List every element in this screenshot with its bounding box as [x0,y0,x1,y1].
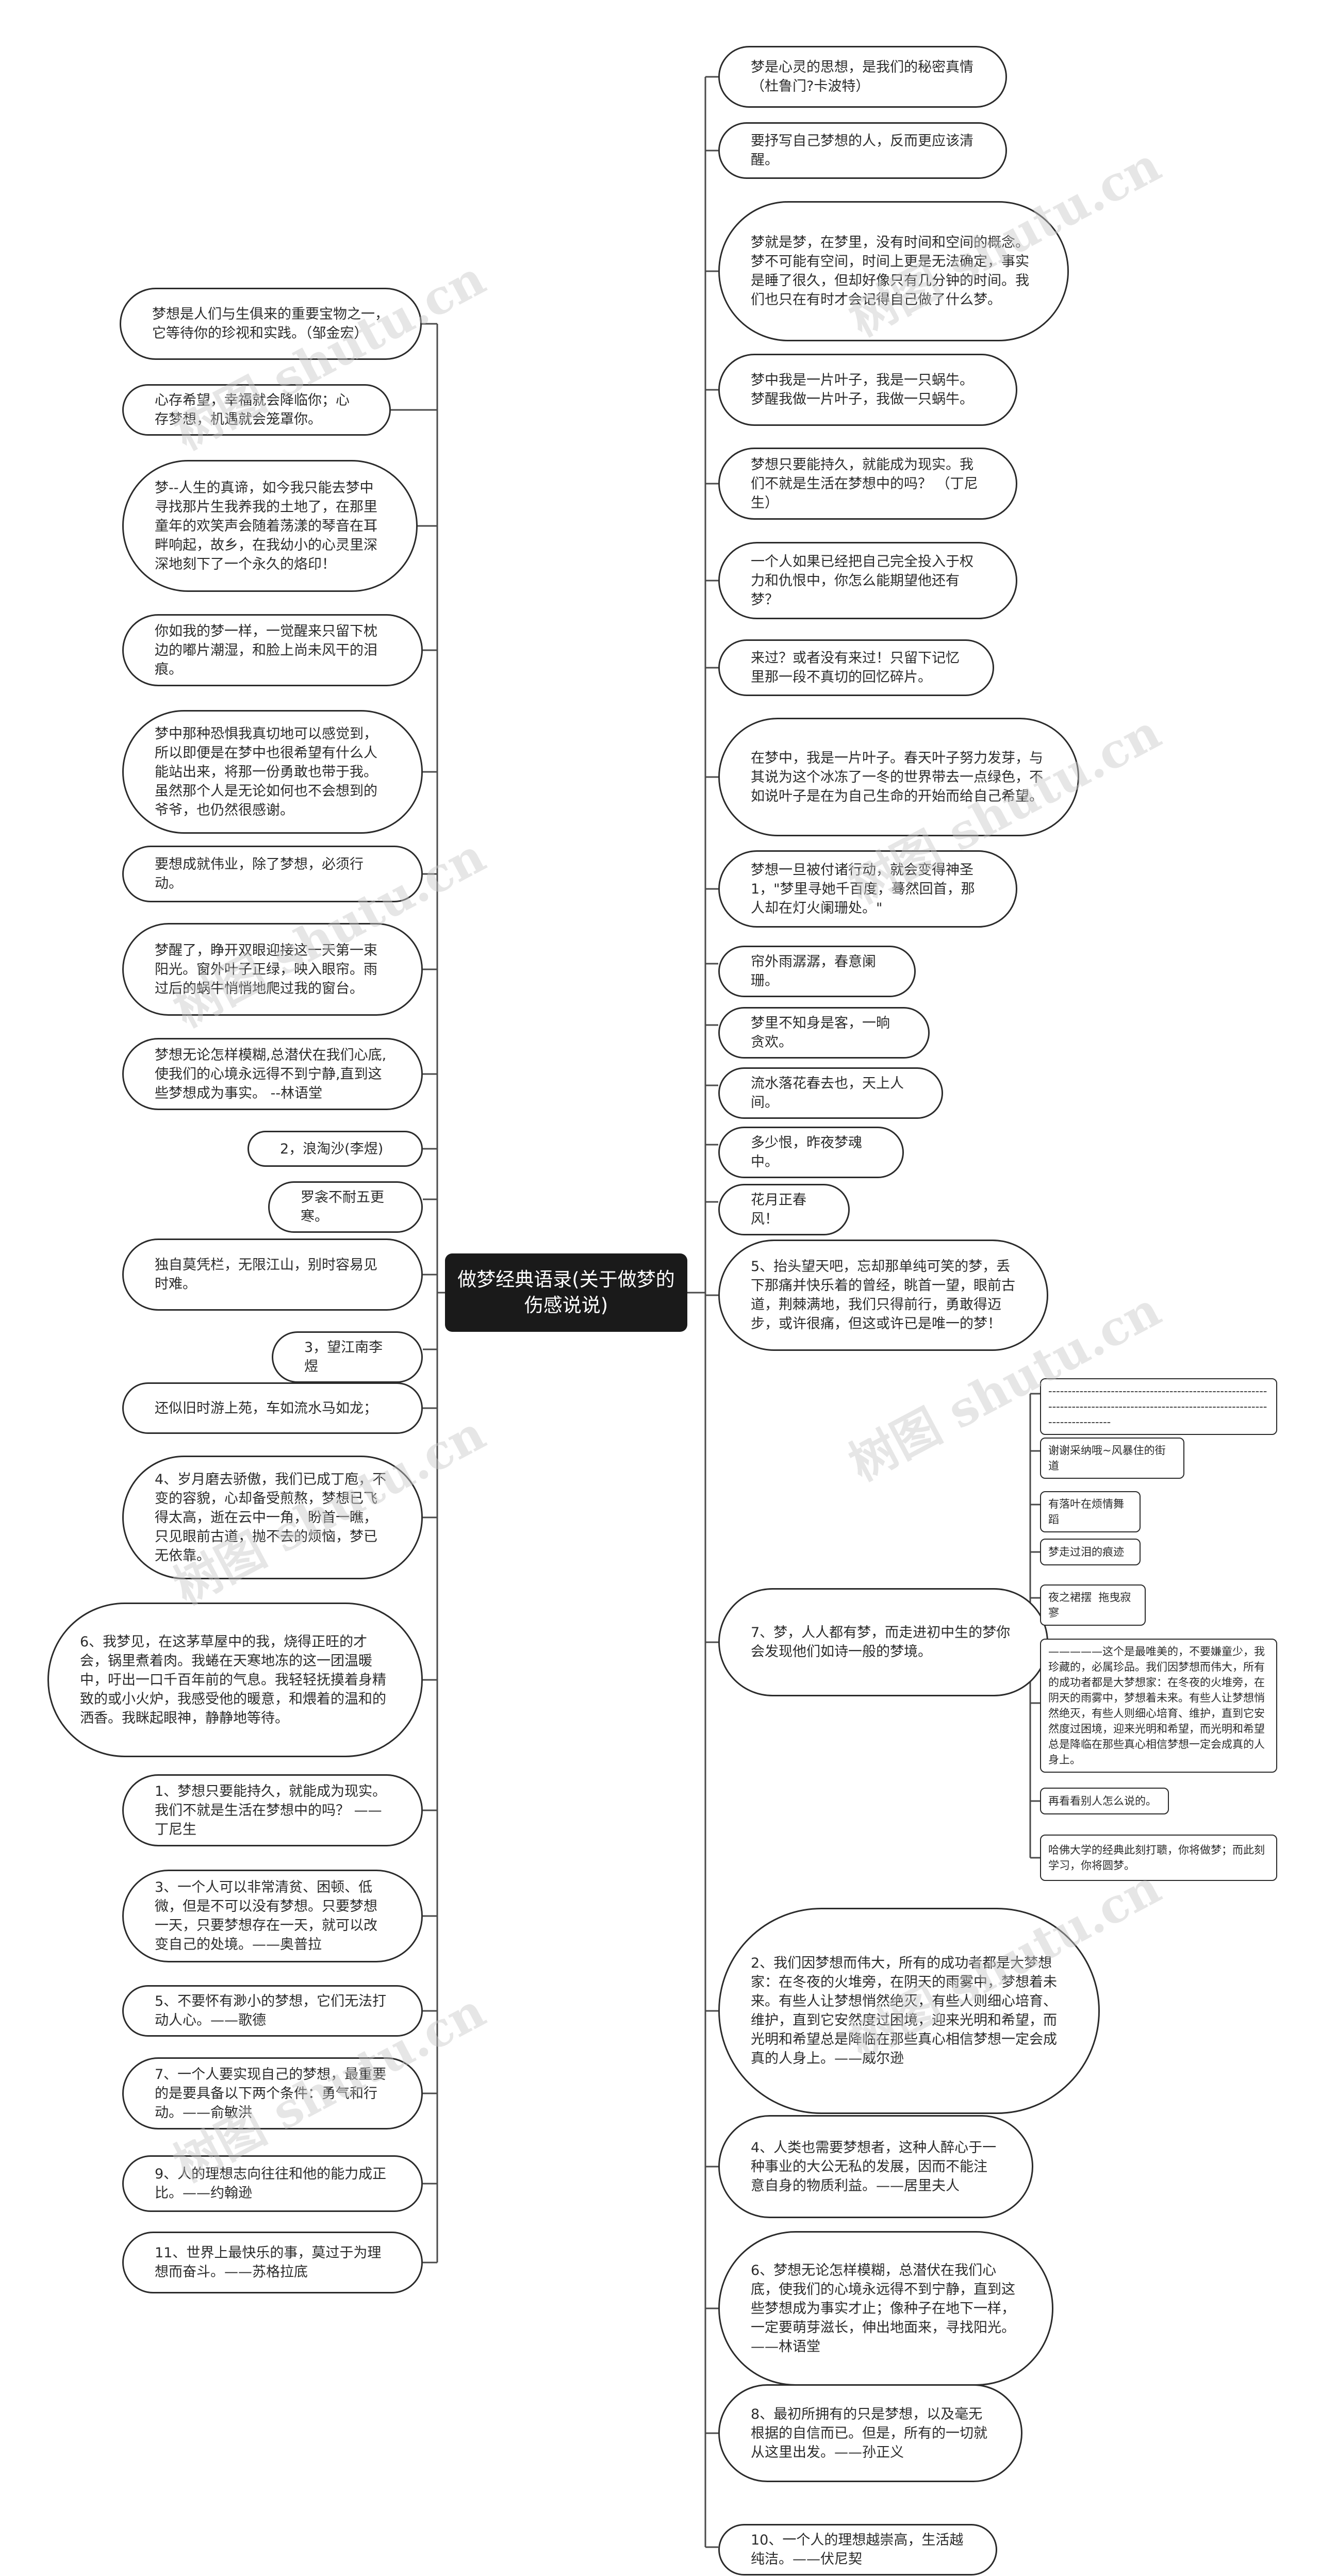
left-node-13[interactable]: 还似旧时游上苑，车如流水马如龙； [122,1382,423,1434]
right-node-16[interactable]: 7、梦，人人都有梦，而走进初中生的梦你会发现他们如诗一般的梦境。 [718,1588,1048,1696]
left-node-2[interactable]: 心存希望，幸福就会降临你；心存梦想，机遇就会笼罩你。 [122,384,391,436]
right-node-13[interactable]: 多少恨，昨夜梦魂中。 [718,1127,904,1178]
right-node-8[interactable]: 在梦中，我是一片叶子。春天叶子努力发芽，与其说为这个冰冻了一冬的世界带去一点绿色… [718,718,1079,836]
left-node-11[interactable]: 独自莫凭栏，无限江山，别时容易见时难。 [122,1239,423,1311]
right-node-17[interactable]: 2、我们因梦想而伟大，所有的成功者都是大梦想家：在冬夜的火堆旁，在阴天的雨雾中，… [718,1908,1100,2114]
left-node-9[interactable]: 2，浪淘沙(李煜) [248,1131,423,1167]
left-node-6[interactable]: 要想成就伟业，除了梦想，必须行动。 [122,846,423,902]
left-node-16[interactable]: 1、梦想只要能持久，就能成为现实。我们不就是生活在梦想中的吗？ ——丁尼生 [122,1774,423,1846]
right-node-2[interactable]: 要抒写自己梦想的人，反而更应该清醒。 [718,122,1007,179]
right-node-19[interactable]: 6、梦想无论怎样模糊，总潜伏在我们心底，使我们的心境永远得不到宁静，直到这些梦想… [718,2231,1053,2386]
sub-node-5[interactable]: 夜之裙摆 拖曳寂寥 [1040,1584,1146,1626]
right-node-4[interactable]: 梦中我是一片叶子，我是一只蜗牛。梦醒我做一片叶子，我做一只蜗牛。 [718,354,1017,426]
sub-node-3[interactable]: 有落叶在烦情舞蹈 [1040,1491,1141,1532]
right-node-21[interactable]: 10、一个人的理想越崇高，生活越纯洁。——伏尼契 [718,2524,997,2575]
right-node-15[interactable]: 5、抬头望天吧，忘却那单纯可笑的梦，丢下那痛并快乐着的曾经，眺首一望，眼前古道，… [718,1240,1048,1351]
left-node-3[interactable]: 梦--人生的真谛，如今我只能去梦中寻找那片生我养我的土地了，在那里童年的欢笑声会… [122,460,418,592]
left-node-20[interactable]: 9、人的理想志向往往和他的能力成正比。——约翰逊 [122,2155,423,2212]
sub-node-6[interactable]: —————这个是最唯美的，不要嫌童少，我珍藏的，必属珍品。我们因梦想而伟大，所有… [1040,1639,1277,1773]
root-topic[interactable]: 做梦经典语录(关于做梦的伤感说说) [445,1253,687,1332]
right-node-7[interactable]: 来过？或者没有来过！只留下记忆里那一段不真切的回忆碎片。 [718,639,994,696]
right-node-18[interactable]: 4、人类也需要梦想者，这种人醉心于一种事业的大公无私的发展，因而不能注意自身的物… [718,2115,1033,2218]
left-node-10[interactable]: 罗衾不耐五更寒。 [268,1181,423,1233]
right-node-5[interactable]: 梦想只要能持久，就能成为现实。我们不就是生活在梦想中的吗？ （丁尼生） [718,448,1017,520]
left-node-7[interactable]: 梦醒了，睁开双眼迎接这一天第一束阳光。窗外叶子正绿，映入眼帘。雨过后的蜗牛悄悄地… [122,923,423,1016]
sub-node-8[interactable]: 哈佛大学的经典此刻打聩，你将做梦；而此刻学习，你将圆梦。 [1040,1835,1277,1881]
left-node-5[interactable]: 梦中那种恐惧我真切地可以感觉到，所以即便是在梦中也很希望有什么人能站出来，将那一… [122,710,423,834]
sub-node-1[interactable]: ----------------------------------------… [1040,1378,1277,1435]
right-node-1[interactable]: 梦是心灵的思想，是我们的秘密真情（杜鲁门?卡波特） [718,46,1007,108]
sub-node-7[interactable]: 再看看别人怎么说的。 [1040,1788,1169,1814]
right-node-3[interactable]: 梦就是梦，在梦里，没有时间和空间的概念。梦不可能有空间，时间上更是无法确定，事实… [718,201,1069,341]
right-node-11[interactable]: 梦里不知身是客，一晌贪欢。 [718,1007,930,1059]
left-node-8[interactable]: 梦想无论怎样模糊,总潜伏在我们心底,使我们的心境永远得不到宁静,直到这些梦想成为… [122,1038,423,1110]
right-node-9[interactable]: 梦想一旦被付诸行动，就会变得神圣1，"梦里寻她千百度，蓦然回首，那人却在灯火阑珊… [718,850,1017,928]
right-node-14[interactable]: 花月正春风！ [718,1184,850,1235]
left-node-1[interactable]: 梦想是人们与生俱来的重要宝物之一，它等待你的珍视和实践。（邹金宏） [120,288,422,360]
left-node-21[interactable]: 11、世界上最快乐的事，莫过于为理想而奋斗。——苏格拉底 [122,2232,423,2293]
sub-node-2[interactable]: 谢谢采纳哦~风暴住的街道 [1040,1438,1184,1479]
left-node-12[interactable]: 3，望江南李煜 [272,1331,423,1383]
sub-node-4[interactable]: 梦走过泪的痕迹 [1040,1539,1141,1565]
left-node-14[interactable]: 4、岁月磨去骄傲，我们已成丁庖，不变的容貌，心却备受煎熬，梦想已飞得太高，逝在云… [122,1456,423,1579]
right-node-20[interactable]: 8、最初所拥有的只是梦想，以及毫无根据的自信而已。但是，所有的一切就从这里出发。… [718,2384,1022,2482]
left-node-19[interactable]: 7、一个人要实现自己的梦想，最重要的是要具备以下两个条件：勇气和行动。——俞敏洪 [122,2057,423,2129]
right-node-12[interactable]: 流水落花春去也，天上人间。 [718,1067,943,1119]
left-node-17[interactable]: 3、一个人可以非常清贫、困顿、低微，但是不可以没有梦想。只要梦想一天，只要梦想存… [122,1870,423,1962]
left-node-15[interactable]: 6、我梦见，在这茅草屋中的我，烧得正旺的才会，锅里煮着肉。我蜷在天寒地冻的这一团… [47,1603,423,1757]
left-node-18[interactable]: 5、不要怀有渺小的梦想，它们无法打动人心。——歌德 [122,1985,423,2037]
right-node-10[interactable]: 帘外雨潺潺，春意阑珊。 [718,946,916,997]
left-node-4[interactable]: 你如我的梦一样，一觉醒来只留下枕边的嘟片潮湿，和脸上尚未风干的泪痕。 [122,614,423,686]
right-node-6[interactable]: 一个人如果已经把自己完全投入于权力和仇恨中，你怎么能期望他还有梦？ [718,542,1017,619]
